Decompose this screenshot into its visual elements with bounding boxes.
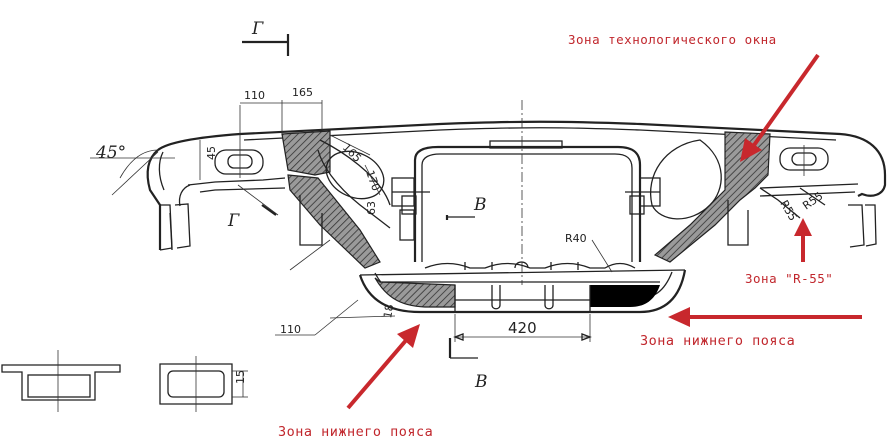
zone-technological-window-label: Зона технологического окна [568,32,777,47]
section-v-top-label: В [473,195,487,215]
r55-region [759,187,826,219]
arrow-r55-zone [794,218,812,262]
dim-420 [453,314,592,342]
dim-45-label: 45 [205,146,218,160]
dim-110-bottom-label: 110 [280,323,301,336]
zone-lower-belt-left-label: Зона нижнего пояса [278,424,433,440]
section-v-bottom-label: В [474,372,488,392]
right-end-block [779,145,877,248]
dim-165-label: 165 [292,86,313,99]
center-box-section [413,100,642,285]
section-g-top-label: Г [251,19,264,39]
r40-leader [591,239,613,273]
zone-lower-belt-right-label: Зона нижнего пояса [640,333,795,349]
dim-15-label: 15 [234,370,247,384]
detail-section-1 [1,350,121,412]
dim-r40-label: R40 [565,232,587,245]
side-brackets [391,177,661,241]
zone-r55-label: Зона "R-55" [745,271,833,286]
left-end-block [159,148,286,251]
dim-45deg-label: 45° [95,143,126,163]
section-g-mid-label: Г [227,211,240,231]
dim-110-bottom [275,299,396,336]
arrow-lower-belt-right [668,307,862,327]
detail-section-2 [159,356,248,412]
dim-63-label: 63 [365,201,378,215]
arrow-technological-window [740,53,820,162]
dim-165-diag-label: 165 [340,141,364,165]
section-mark-v [445,215,478,359]
dim-110-top-label: 110 [244,89,265,102]
right-diagonal-brace [650,131,859,263]
outer-contour [146,120,887,250]
dim-420-label: 420 [508,319,537,337]
left-diagonal-brace [281,130,391,269]
dim-r55a-label: R55 [777,198,799,223]
dim-170-label: 170 [363,169,382,193]
arrow-lower-belt-left [346,324,420,410]
dim-top-left [90,100,381,271]
dim-18-label: 18 [381,303,396,319]
lower-belt [358,269,687,314]
section-mark-g [242,34,290,216]
